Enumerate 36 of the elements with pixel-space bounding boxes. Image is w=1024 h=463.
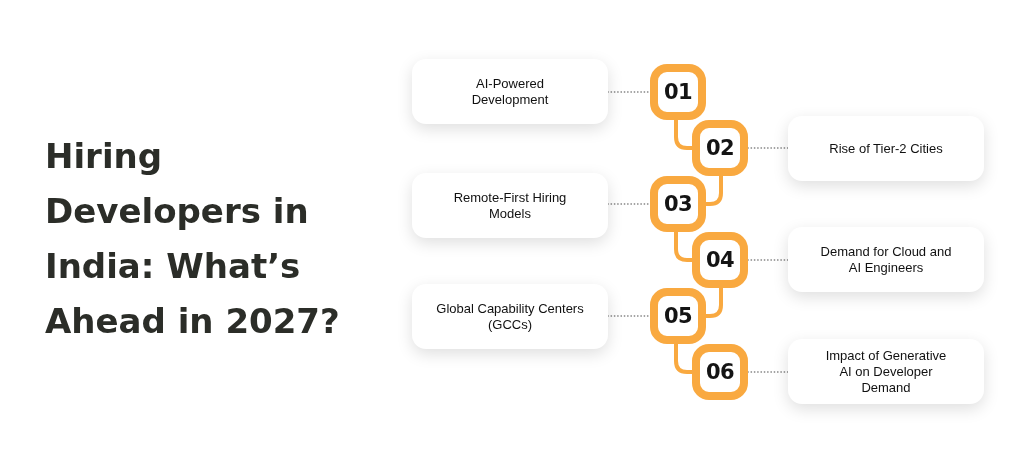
topic-text: Rise of Tier-2 Cities xyxy=(829,140,943,157)
topic-card xyxy=(412,173,608,238)
topic-text: Remote-First Hiring Models xyxy=(452,189,568,222)
step-number: 03 xyxy=(663,192,693,216)
topic-text: Impact of Generative AI on Developer Demand xyxy=(824,347,948,396)
step-number-badge xyxy=(650,176,706,232)
diagram-title: Hiring Developers in India: What’s Ahead in 2027? xyxy=(45,135,341,343)
topic-text: Global Capability Centers (GCCs) xyxy=(435,300,585,333)
dotted-connector xyxy=(607,91,651,93)
topic-card xyxy=(412,59,608,124)
step-number: 05 xyxy=(663,304,693,328)
step-number: 04 xyxy=(705,248,735,272)
topic-card xyxy=(788,116,984,181)
step-number-badge xyxy=(692,120,748,176)
step-number-badge xyxy=(692,344,748,400)
step-number-badge xyxy=(650,288,706,344)
step-number: 02 xyxy=(705,136,735,160)
dotted-connector xyxy=(747,147,789,149)
connector-line xyxy=(674,120,692,150)
topic-card xyxy=(788,339,984,404)
topic-card xyxy=(788,227,984,292)
connector-line xyxy=(706,288,723,318)
dotted-connector xyxy=(607,203,651,205)
step-number: 06 xyxy=(705,360,735,384)
connector-line xyxy=(674,344,692,374)
step-number-badge xyxy=(650,64,706,120)
topic-card xyxy=(412,284,608,349)
step-number: 01 xyxy=(663,80,693,104)
topic-text: Demand for Cloud and AI Engineers xyxy=(819,243,953,276)
topic-text: AI-Powered Development xyxy=(470,75,550,108)
dotted-connector xyxy=(747,259,789,261)
connector-line xyxy=(674,232,692,262)
dotted-connector xyxy=(747,371,789,373)
connector-line xyxy=(706,176,723,206)
dotted-connector xyxy=(607,315,651,317)
step-number-badge xyxy=(692,232,748,288)
